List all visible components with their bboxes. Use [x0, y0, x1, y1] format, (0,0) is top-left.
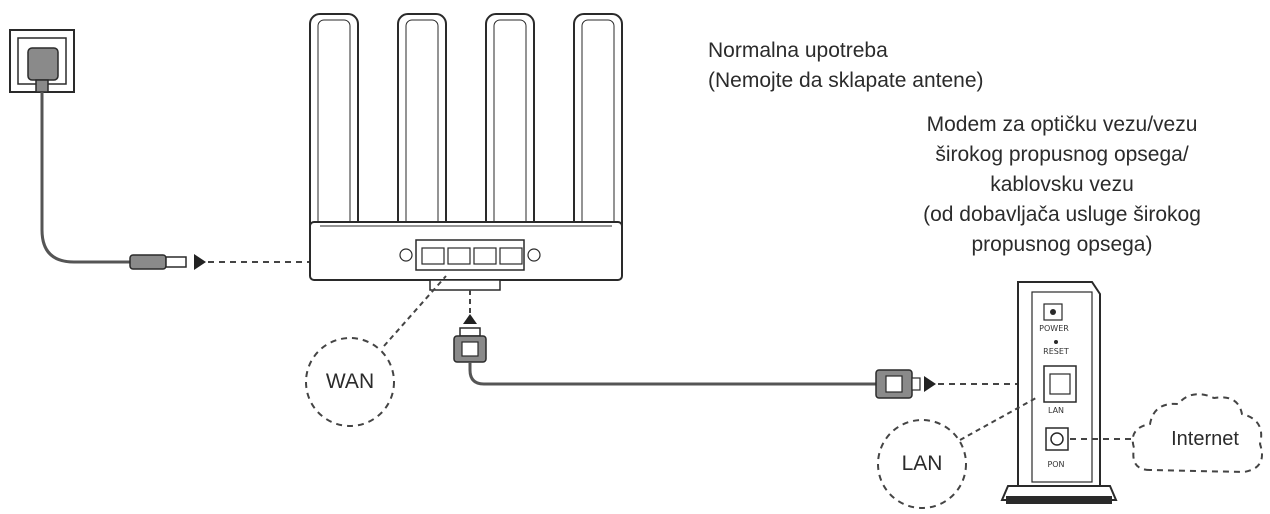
modem-caption-line3: kablovsku vezu: [990, 173, 1134, 196]
power-plug: [129, 254, 187, 270]
wan-pointer-line: [383, 275, 447, 347]
lan-bubble: [877, 419, 967, 509]
lan-cable-plug: [875, 369, 921, 399]
normal-use-line2: (Nemojte da sklapate antene): [708, 69, 984, 92]
modem-power-label: POWER: [1039, 324, 1069, 333]
modem-caption-line5: propusnog opsega): [971, 233, 1153, 256]
router-body: [309, 221, 623, 291]
wan-label: WAN: [325, 370, 375, 393]
modem-caption-line2: širokog propusnog opsega/: [935, 143, 1189, 166]
wan-bubble: [305, 337, 395, 427]
lan-arrow-icon: [924, 376, 936, 392]
modem-caption-line4: (od dobavljača usluge širokog: [923, 203, 1201, 226]
wan-arrow-icon: [463, 314, 477, 324]
modem: [1000, 281, 1118, 504]
lan-pointer-line: [959, 397, 1037, 441]
wan-cable-plug: [453, 327, 487, 363]
lan-label: LAN: [901, 452, 943, 475]
power-arrow-icon: [194, 254, 206, 270]
power-cable: [40, 92, 132, 264]
router-antennas: [309, 13, 623, 241]
internet-label: Internet: [1171, 428, 1239, 450]
modem-caption-line1: Modem za optičku vezu/vezu: [926, 113, 1198, 136]
modem-lan-port-label: LAN: [1047, 406, 1065, 415]
modem-pon-port-label: PON: [1047, 460, 1065, 469]
normal-use-line1: Normalna upotreba: [708, 39, 888, 62]
modem-reset-label: RESET: [1043, 347, 1069, 356]
internet-cloud-icon: [1131, 393, 1263, 474]
modem-caption: Modem za optičku vezu/vezu širokog propu…: [858, 110, 1266, 260]
power-adapter: [27, 47, 59, 93]
network-cable: [468, 362, 876, 386]
normal-use-caption: Normalna upotreba (Nemojte da sklapate a…: [708, 36, 984, 96]
